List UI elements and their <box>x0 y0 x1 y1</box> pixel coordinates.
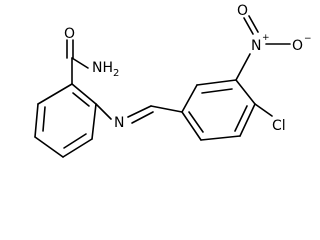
bond-ring-right-2 <box>196 79 237 86</box>
structure-canvas: O NH2 N N <box>34 3 312 158</box>
bond-ring-right-1 <box>181 84 198 113</box>
bond-ring-right-5 <box>200 135 241 141</box>
atom-amine: NH2 <box>92 60 119 79</box>
bond-ring-left-6 <box>37 83 73 105</box>
atom-imine-nitrogen: N <box>114 115 124 131</box>
chloro-group: Cl <box>254 103 286 134</box>
bond-ring-right-3 <box>235 79 256 105</box>
atom-oxygen-amide: O <box>64 26 75 42</box>
bond-ring-left-2 <box>91 103 97 140</box>
atom-nitro-oxygen-top: O <box>237 3 248 19</box>
bond-nitro-double-b <box>248 15 259 33</box>
benzene-ring-left <box>34 83 97 158</box>
nitro-oxygen-charge: − <box>304 34 312 44</box>
molecule-structure: O NH2 N N <box>34 3 312 158</box>
bond-ring-left-double-2 <box>63 133 87 149</box>
bond-carbonyl-to-nitrogen <box>71 57 89 69</box>
bond-ring-left-double-3 <box>42 106 46 132</box>
bond-ring-right-double-2 <box>234 105 248 132</box>
atom-nitro-oxygen-right: O <box>292 38 303 54</box>
bond-ring-right-double-1 <box>201 88 233 94</box>
bond-imine-double-a <box>127 105 152 118</box>
bond-nitro-double-a <box>243 17 254 35</box>
bond-ring-left-5 <box>34 103 39 138</box>
bond-ring-right-4 <box>239 103 256 137</box>
atom-amine-subscript: 2 <box>113 68 119 79</box>
imine-linkage: N <box>95 103 183 131</box>
bond-ch-to-ring <box>150 105 183 113</box>
bond-ring-left-double-1 <box>72 92 90 107</box>
benzene-ring-right <box>181 79 256 141</box>
bond-ring-to-nitro <box>235 53 251 81</box>
bond-imine-double-b <box>131 111 154 124</box>
nitro-group: N + O O − <box>235 3 312 81</box>
amide-group: O NH2 <box>64 26 119 85</box>
bond-ring-right-double-3 <box>188 111 204 133</box>
bond-ring-left-3 <box>62 138 93 158</box>
bond-ring-right-6 <box>181 111 202 141</box>
atom-amine-symbol: NH <box>92 60 113 76</box>
bond-ring-left-1 <box>71 83 97 105</box>
atom-nitro-nitrogen: N <box>251 38 261 54</box>
nitro-nitrogen-charge: + <box>262 33 270 43</box>
bond-ring-to-imine-n <box>95 103 112 120</box>
atom-chlorine: Cl <box>272 118 286 134</box>
bond-ring-to-chlorine <box>254 103 273 117</box>
bond-ring-left-4 <box>34 136 64 158</box>
